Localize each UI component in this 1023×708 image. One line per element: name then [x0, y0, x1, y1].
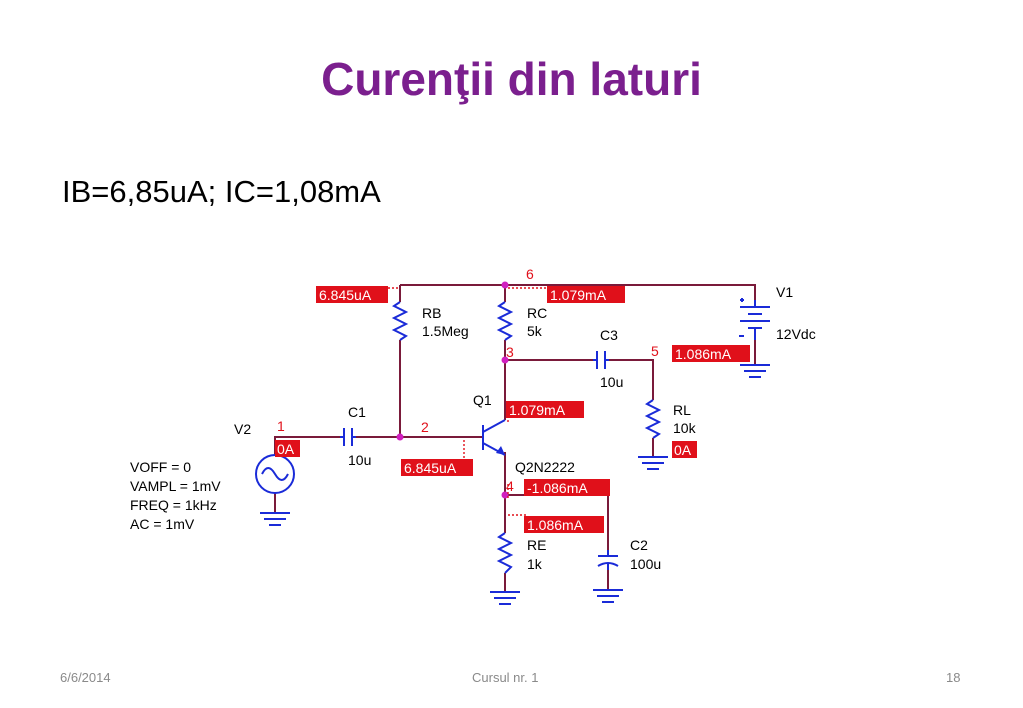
v2-param-voff: VOFF = 0	[130, 459, 191, 475]
q1-transistor	[482, 419, 506, 456]
rb-resistor	[391, 301, 409, 341]
c1-capacitor	[340, 428, 356, 446]
current-box-v1: 1.086mA	[672, 345, 750, 362]
junction-dot-2	[396, 433, 404, 441]
svg-text:6.845uA: 6.845uA	[319, 287, 372, 303]
rc-resistor	[496, 301, 514, 341]
current-box-rb: 6.845uA	[316, 286, 388, 303]
node-label-2: 2	[421, 419, 429, 435]
ground-symbol-rl	[638, 456, 668, 470]
svg-text:1.079mA: 1.079mA	[550, 287, 607, 303]
rc-value-label: 5k	[527, 323, 543, 339]
v2-name-label: V2	[234, 421, 251, 437]
v2-sine-source	[255, 454, 295, 494]
junction-dot-6	[501, 281, 509, 289]
ground-symbol-v1	[740, 364, 770, 378]
c2-capacitor	[597, 550, 619, 570]
rl-value-label: 10k	[673, 420, 697, 436]
c2-name-label: C2	[630, 537, 648, 553]
rb-value-label: 1.5Meg	[422, 323, 469, 339]
re-resistor	[496, 532, 514, 574]
c3-value-label: 10u	[600, 374, 623, 390]
wires	[274, 284, 756, 592]
current-box-rl: 0A	[672, 441, 697, 458]
slide-subtitle: IB=6,85uA; IC=1,08mA	[62, 174, 381, 209]
node-label-4: 4	[506, 478, 514, 494]
current-box-rc: 1.079mA	[547, 286, 625, 303]
node-label-5: 5	[651, 343, 659, 359]
svg-text:1.079mA: 1.079mA	[509, 402, 566, 418]
junction-dot-3	[501, 356, 509, 364]
footer-date: 6/6/2014	[60, 670, 111, 685]
rl-resistor	[644, 399, 662, 439]
current-box-re: 1.086mA	[524, 516, 604, 533]
ground-symbol-v2	[260, 512, 290, 526]
c2-value-label: 100u	[630, 556, 661, 572]
current-box-base: 6.845uA	[401, 459, 473, 476]
current-box-collector: 1.079mA	[506, 401, 584, 418]
node-label-1: 1	[277, 418, 285, 434]
svg-text:-1.086mA: -1.086mA	[527, 480, 588, 496]
node-label-3: 3	[506, 344, 514, 360]
v2-param-freq: FREQ = 1kHz	[130, 497, 217, 513]
current-box-v2: 0A	[275, 440, 300, 457]
v2-param-vampl: VAMPL = 1mV	[130, 478, 221, 494]
v1-name-label: V1	[776, 284, 793, 300]
c3-name-label: C3	[600, 327, 618, 343]
svg-text:0A: 0A	[674, 442, 692, 458]
rb-name-label: RB	[422, 305, 441, 321]
node-label-6: 6	[526, 266, 534, 282]
junction-dot-4	[501, 491, 509, 499]
re-name-label: RE	[527, 537, 546, 553]
v1-value-label: 12Vdc	[776, 326, 816, 342]
footer-page-number: 18	[946, 670, 961, 685]
svg-text:1.086mA: 1.086mA	[527, 517, 584, 533]
current-box-emitter: -1.086mA	[524, 479, 610, 496]
q1-model-label: Q2N2222	[515, 459, 575, 475]
v1-battery	[739, 298, 770, 340]
svg-text:0A: 0A	[277, 441, 295, 457]
c1-value-label: 10u	[348, 452, 371, 468]
ground-symbol-c2	[593, 589, 623, 603]
slide-title: Curenţii din laturi	[321, 53, 702, 105]
svg-text:6.845uA: 6.845uA	[404, 460, 457, 476]
rl-name-label: RL	[673, 402, 691, 418]
footer-course: Cursul nr. 1	[472, 670, 539, 685]
ground-symbol-re	[490, 591, 520, 605]
c1-name-label: C1	[348, 404, 366, 420]
v2-param-ac: AC = 1mV	[130, 516, 195, 532]
q1-name-label: Q1	[473, 392, 492, 408]
c3-capacitor	[593, 351, 609, 369]
rc-name-label: RC	[527, 305, 547, 321]
re-value-label: 1k	[527, 556, 543, 572]
svg-text:1.086mA: 1.086mA	[675, 346, 732, 362]
